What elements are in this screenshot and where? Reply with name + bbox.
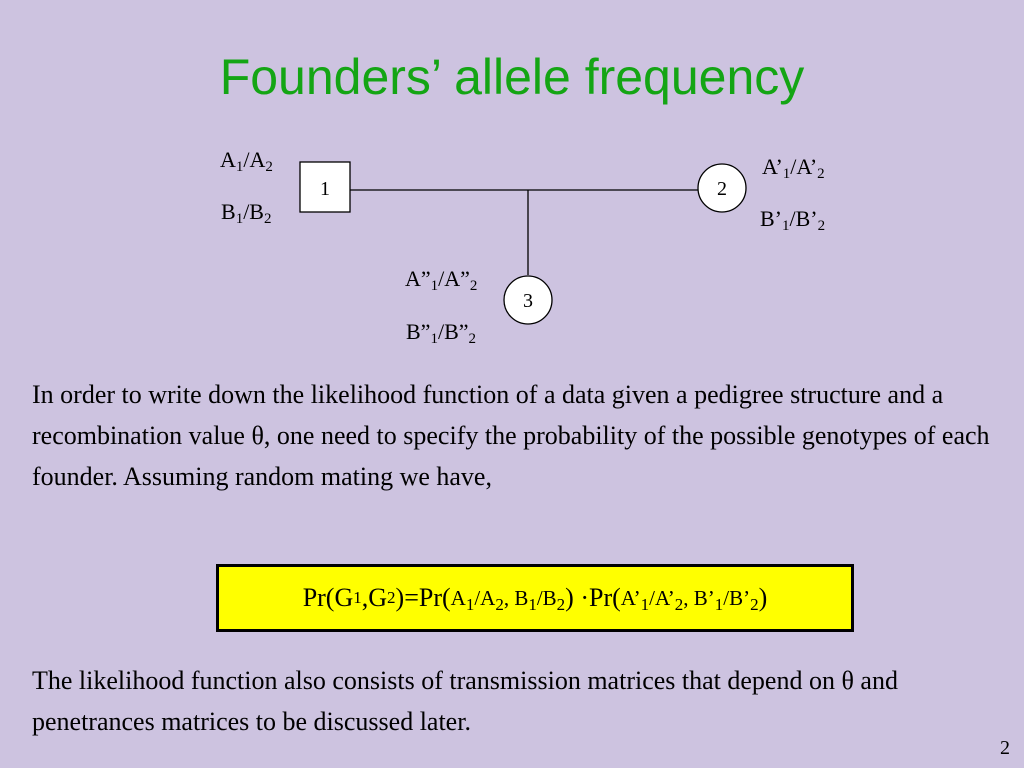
- node-1-genotype-a: A1/A2: [220, 147, 273, 175]
- node-2-label: 2: [717, 178, 727, 200]
- node-3-genotype-b: B”1/B”2: [406, 319, 477, 347]
- slide-title: Founders’ allele frequency: [219, 49, 805, 105]
- node-2-genotype-b: B’1/B’2: [760, 206, 826, 234]
- closing-paragraph: The likelihood function also consists of…: [32, 666, 898, 736]
- node-3-genotype-a: A”1/A”2: [405, 266, 478, 294]
- page-number: 2: [1000, 737, 1010, 759]
- node-1-square: [299, 161, 351, 213]
- pedigree-diagram: 1 2 3: [299, 161, 747, 325]
- node-3-circle: [503, 275, 553, 325]
- node-3-label: 3: [523, 290, 533, 312]
- node-2-circle: [697, 163, 747, 213]
- node-1-label: 1: [320, 178, 330, 200]
- node-1-genotype-b: B1/B2: [221, 199, 272, 227]
- intro-paragraph: In order to write down the likelihood fu…: [32, 380, 990, 491]
- node-2-genotype-a: A’1/A’2: [762, 154, 825, 182]
